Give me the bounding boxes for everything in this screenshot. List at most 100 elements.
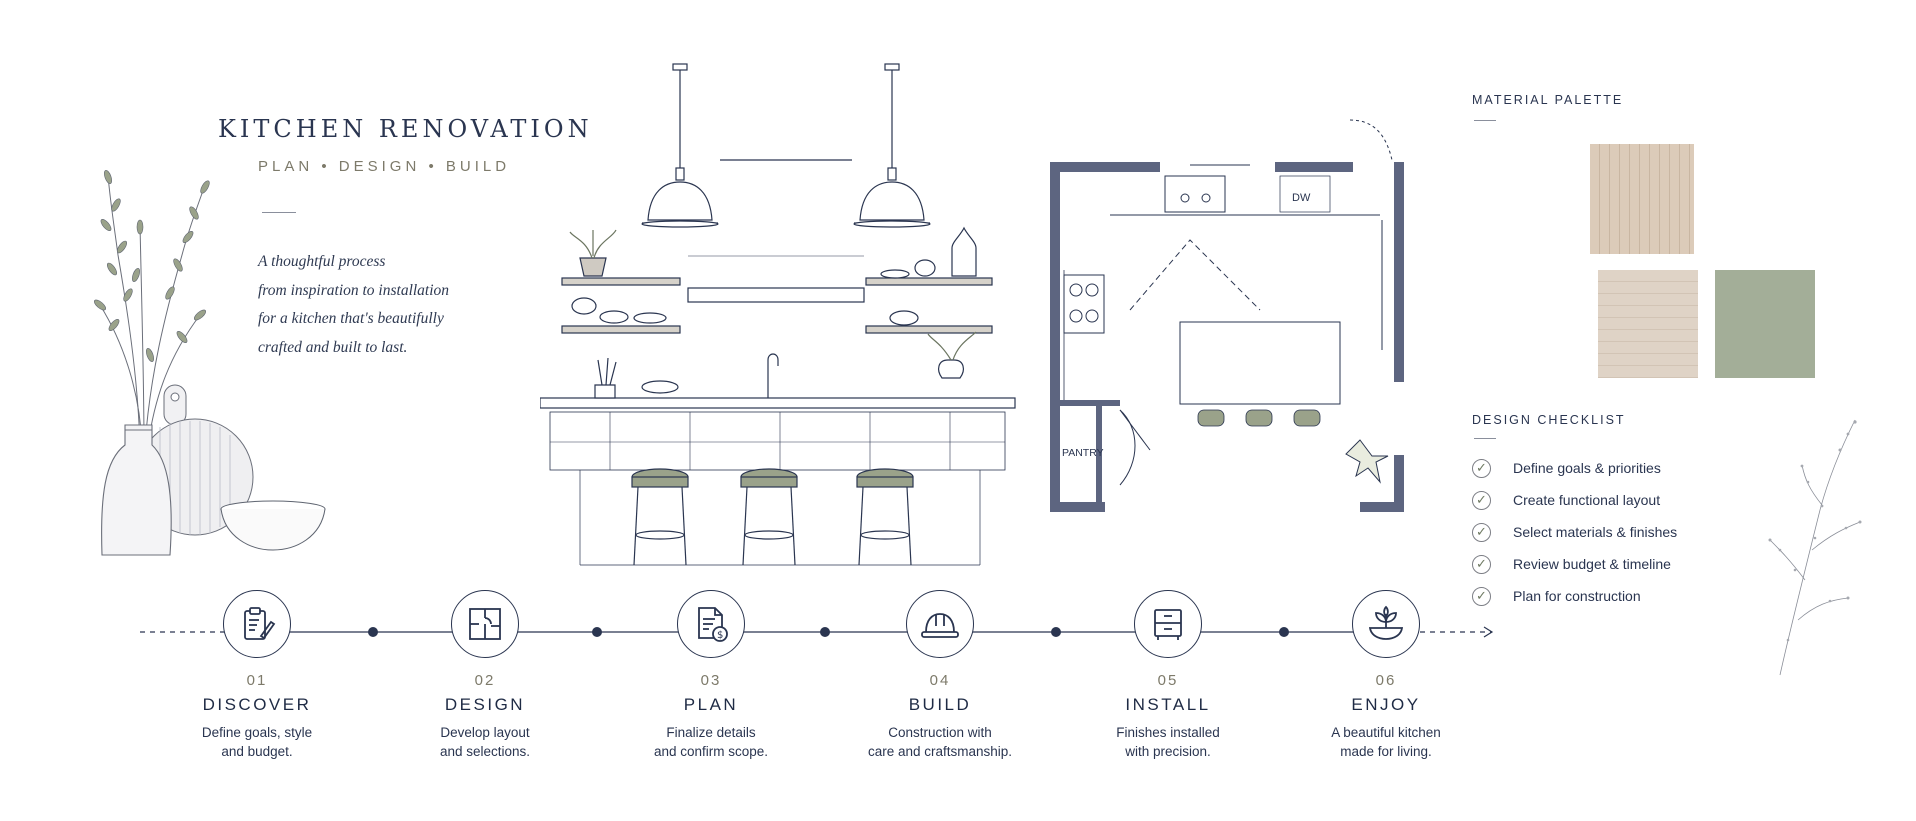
- stool-icon: [1293, 409, 1321, 427]
- tagline-line: crafted and built to last.: [258, 338, 408, 356]
- check-icon: ✓: [1472, 490, 1491, 510]
- plant-bowl-icon: [1368, 605, 1404, 640]
- step-circle: [1134, 590, 1202, 658]
- step-enjoy: 06 ENJOY A beautiful kitchen made for li…: [1301, 590, 1471, 761]
- cabinet-icon: [1154, 609, 1182, 640]
- pantry-label: PANTRY: [1062, 447, 1104, 459]
- stool-icon: [1245, 409, 1273, 427]
- step-design: 02 DESIGN Develop layout and selections.: [400, 590, 570, 761]
- shelf-icon: [865, 325, 993, 334]
- design-checklist-heading: DESIGN CHECKLIST: [1472, 413, 1626, 427]
- pendant-light-icon: [641, 63, 719, 228]
- bar-stool-icon: [631, 468, 689, 566]
- checklist-label: Create functional layout: [1513, 492, 1661, 508]
- swatch-ribbed-oak: [1590, 144, 1694, 254]
- section-divider: [1474, 120, 1496, 121]
- step-plan: $ 03 PLAN Finalize details and confirm s…: [626, 590, 796, 761]
- section-divider: [1474, 438, 1496, 439]
- step-circle: [1352, 590, 1420, 658]
- step-description-line: Develop layout: [440, 725, 530, 740]
- step-circle: [223, 590, 291, 658]
- step-title: DISCOVER: [202, 695, 312, 714]
- check-icon: ✓: [1472, 586, 1491, 606]
- step-number: 01: [246, 672, 268, 689]
- step-number: 02: [474, 672, 496, 689]
- checklist-label: Define goals & priorities: [1513, 460, 1661, 476]
- glass-vase-icon: [101, 424, 172, 556]
- page-title: KITCHEN RENOVATION: [218, 115, 593, 143]
- arrow-right-icon: [1483, 626, 1494, 638]
- timeline-dot: [1279, 627, 1289, 637]
- step-description-line: Define goals, style: [201, 725, 313, 740]
- timeline-dot: [592, 627, 602, 637]
- leaves-icon: [94, 170, 210, 362]
- timeline-dot: [368, 627, 378, 637]
- step-description-line: care and craftsmanship.: [867, 744, 1013, 759]
- tagline-line: A thoughtful process: [258, 253, 386, 270]
- step-build: 04 BUILD Construction with care and craf…: [855, 590, 1025, 761]
- check-icon: ✓: [1472, 554, 1491, 574]
- step-description: Define goals, style and budget.: [172, 723, 342, 761]
- step-number: 06: [1375, 672, 1397, 689]
- step-discover: 01 DISCOVER Define goals, style and budg…: [172, 590, 342, 761]
- step-circle: [451, 590, 519, 658]
- sprig-icon: [1768, 419, 1862, 676]
- title-divider: [262, 212, 296, 213]
- step-title: BUILD: [908, 695, 972, 714]
- pendant-light-icon: [853, 63, 931, 228]
- step-description-line: and selections.: [439, 744, 531, 759]
- bar-stool-icon: [740, 468, 798, 566]
- page-subtitle: PLAN • DESIGN • BUILD: [258, 158, 511, 175]
- step-description: Finalize details and confirm scope.: [626, 723, 796, 761]
- shelf-icon: [865, 277, 993, 286]
- checklist-item: ✓ Plan for construction: [1472, 580, 1677, 612]
- bowl-icon: [220, 500, 326, 551]
- step-description-line: and confirm scope.: [653, 744, 769, 759]
- checklist-item: ✓ Create functional layout: [1472, 484, 1677, 516]
- step-description: Finishes installed with precision.: [1083, 723, 1253, 761]
- timeline-dot: [820, 627, 830, 637]
- branch-stems-icon: [99, 174, 206, 446]
- check-icon: ✓: [1472, 458, 1491, 478]
- floorplan-icon: [469, 608, 501, 640]
- shelf-icon: [561, 277, 681, 286]
- step-description-line: Finishes installed: [1116, 725, 1220, 740]
- step-description: A beautiful kitchen made for living.: [1301, 723, 1471, 761]
- checklist-item: ✓ Select materials & finishes: [1472, 516, 1677, 548]
- kitchen-floor-plan: DW PANTRY: [1050, 119, 1404, 512]
- checklist-item: ✓ Review budget & timeline: [1472, 548, 1677, 580]
- dishwasher-label: DW: [1292, 192, 1311, 204]
- checklist-label: Select materials & finishes: [1513, 524, 1678, 540]
- step-number: 04: [929, 672, 951, 689]
- checklist: ✓ Define goals & priorities ✓ Create fun…: [1472, 452, 1677, 612]
- swatch-sage-green: [1715, 270, 1815, 378]
- tagline: A thoughtful process from inspiration to…: [258, 248, 449, 362]
- step-description-line: Finalize details: [666, 725, 756, 740]
- island-icon: [1179, 321, 1341, 405]
- timeline-dot: [1051, 627, 1061, 637]
- svg-text:$: $: [717, 630, 723, 641]
- tagline-line: for a kitchen that's beautifully: [258, 310, 444, 327]
- step-description-line: with precision.: [1125, 744, 1211, 759]
- step-title: ENJOY: [1351, 695, 1421, 714]
- checklist-label: Plan for construction: [1513, 588, 1641, 604]
- document-dollar-icon: $: [698, 607, 728, 642]
- clipboard-pen-icon: [244, 607, 276, 640]
- step-description-line: A beautiful kitchen: [1331, 725, 1441, 740]
- tagline-line: from inspiration to installation: [258, 281, 450, 299]
- sink-icon: [1164, 175, 1226, 213]
- material-palette-heading: MATERIAL PALETTE: [1472, 93, 1624, 107]
- step-description-line: made for living.: [1340, 744, 1432, 759]
- kitchen-elevation-sketch: [540, 63, 1016, 566]
- step-title: DESIGN: [444, 695, 526, 714]
- bar-stool-icon: [856, 468, 914, 566]
- checklist-item: ✓ Define goals & priorities: [1472, 452, 1677, 484]
- step-circle: $: [677, 590, 745, 658]
- step-number: 03: [700, 672, 722, 689]
- step-title: PLAN: [683, 695, 739, 714]
- stool-icon: [1197, 409, 1225, 427]
- step-circle: [906, 590, 974, 658]
- step-number: 05: [1157, 672, 1179, 689]
- timeline-line: [140, 626, 1494, 638]
- step-description: Develop layout and selections.: [400, 723, 570, 761]
